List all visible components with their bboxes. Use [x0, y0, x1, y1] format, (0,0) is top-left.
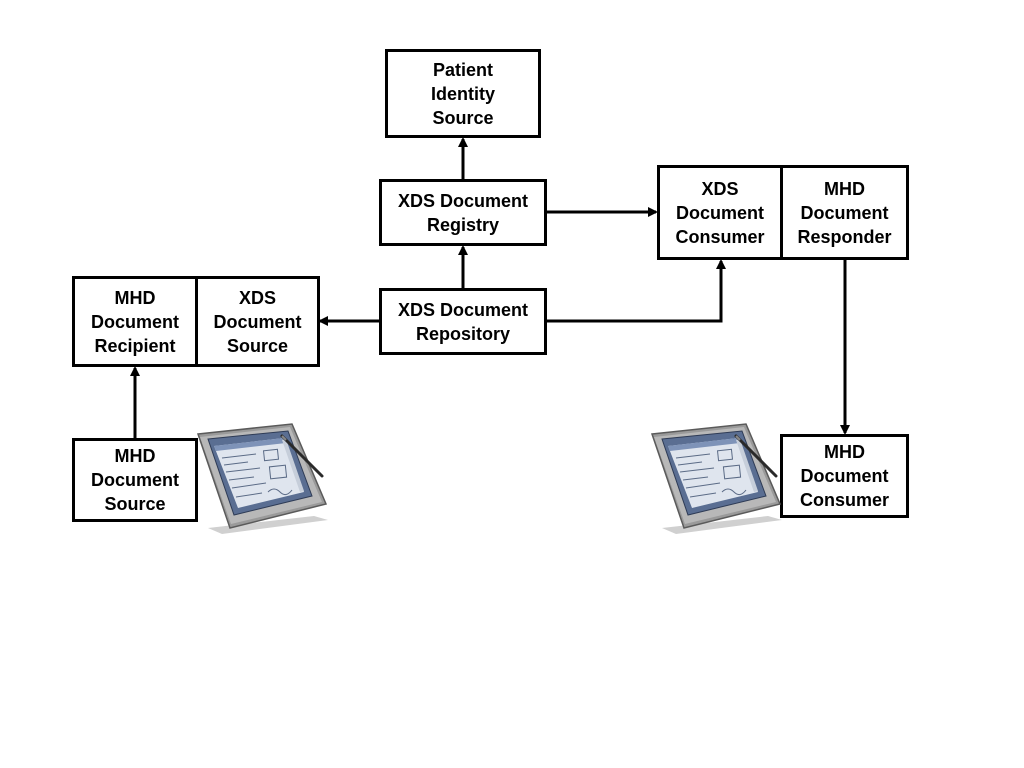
mhd-document-recipient-box: MHD Document Recipient [72, 276, 198, 367]
mhd-document-source-box: MHD Document Source [72, 438, 198, 522]
xds-document-registry-box: XDS Document Registry [379, 179, 547, 246]
xds-document-source-box: XDS Document Source [195, 276, 320, 367]
mhd-document-consumer-box: MHD Document Consumer [780, 434, 909, 518]
xds-document-consumer-box: XDS Document Consumer [657, 165, 783, 260]
mhd-document-responder-box: MHD Document Responder [780, 165, 909, 260]
patient-identity-source-box: Patient Identity Source [385, 49, 541, 138]
tablet-pc-icon [650, 423, 782, 534]
tablet-pc-icon [196, 423, 328, 534]
arrow-repository-to-xds-consumer [547, 259, 726, 323]
xds-document-repository-box: XDS Document Repository [379, 288, 547, 355]
